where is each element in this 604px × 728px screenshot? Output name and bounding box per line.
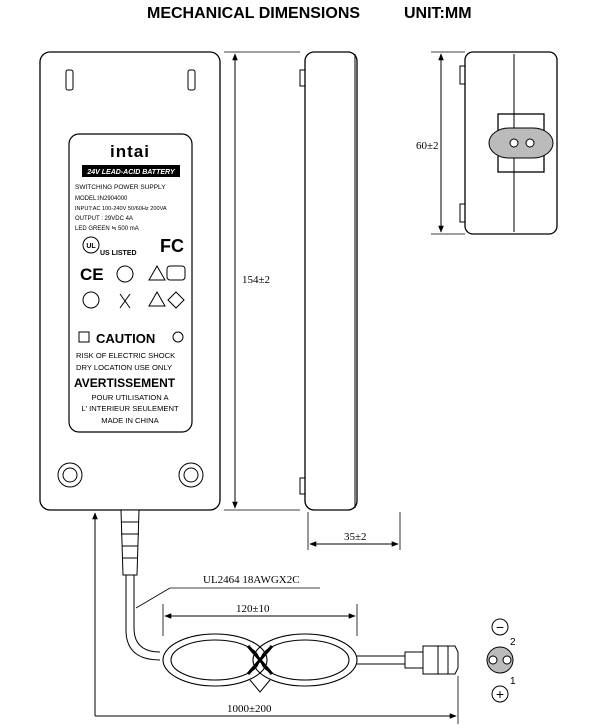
depth-value: 35±2	[344, 531, 367, 543]
ul-listed-mark: UL US LISTED	[82, 236, 137, 257]
label-line-5: LED GREEN ≒ 500 mA	[75, 226, 139, 232]
page-title: MECHANICAL DIMENSIONS	[147, 5, 360, 22]
cable-spec-callout: UL2464 18AWGX2C	[135, 574, 320, 609]
cert-small-icon	[172, 331, 184, 343]
caution-heading: CAUTION	[96, 331, 155, 346]
fcc-mark: FC	[160, 236, 184, 256]
height-dimension: 154±2	[224, 51, 300, 511]
caution-line-2: DRY LOCATION USE ONLY	[76, 363, 172, 372]
depth-dimension: 35±2	[307, 512, 401, 550]
avertissement-line-2: L' INTERIEUR SEULEMENT	[81, 404, 179, 413]
cable-length-value: 1000±200	[227, 703, 272, 715]
unit-label: UNIT:MM	[404, 5, 472, 22]
cable-length-dimension: 1000±200	[92, 512, 459, 724]
label-line-2: MODEL:IN2904000	[75, 196, 128, 202]
side-view	[299, 51, 358, 511]
product-label: intai 24V LEAD-ACID BATTERY SWITCHING PO…	[68, 133, 193, 433]
cert-round-icon	[82, 291, 100, 309]
pin-1-label: 1	[510, 676, 516, 687]
product-line-banner	[82, 165, 180, 177]
made-in: MADE IN CHINA	[101, 416, 159, 425]
svg-text:UL: UL	[86, 243, 96, 250]
caution-line-1: RISK OF ELECTRIC SHOCK	[76, 351, 175, 360]
width-dimension: 60±2	[416, 51, 465, 235]
iec-c8-inlet-icon	[488, 127, 554, 159]
brand-logo: intai	[110, 142, 150, 161]
polarity-diagram: − 2 1 +	[486, 618, 516, 703]
end-view	[459, 51, 558, 235]
ce-mark: CE	[80, 265, 104, 284]
avertissement-line-1: POUR UTILISATION A	[91, 393, 169, 402]
label-line-3: INPUT:AC 100-240V 50/60Hz 200VA	[75, 206, 167, 212]
minus-symbol: −	[496, 619, 504, 635]
product-line: 24V LEAD-ACID BATTERY	[86, 169, 176, 176]
avertissement-heading: AVERTISSEMENT	[74, 376, 176, 390]
svg-text:US LISTED: US LISTED	[100, 250, 137, 257]
cable-spec: UL2464 18AWGX2C	[203, 574, 300, 586]
coil-length-value: 120±10	[236, 603, 270, 615]
width-value: 60±2	[416, 140, 439, 152]
warning-triangle-icon	[148, 290, 166, 307]
double-insulation-icon	[78, 331, 90, 343]
output-cable	[120, 509, 459, 693]
diamond-mark-icon	[167, 291, 185, 309]
cert-mark-icon	[116, 265, 134, 283]
label-line-1: SWITCHING POWER SUPPLY	[75, 184, 166, 191]
height-value: 154±2	[242, 274, 270, 286]
plus-symbol: +	[496, 686, 504, 702]
weee-bin-icon	[119, 293, 131, 309]
coil-length-dimension: 120±10	[162, 603, 358, 636]
pin-2-label: 2	[510, 637, 516, 648]
pse-triangle-icon	[148, 264, 166, 281]
dc-plug	[422, 645, 459, 675]
gs-mark-icon	[166, 265, 186, 281]
label-line-4: OUTPUT : 29VDC 4A	[75, 216, 133, 222]
